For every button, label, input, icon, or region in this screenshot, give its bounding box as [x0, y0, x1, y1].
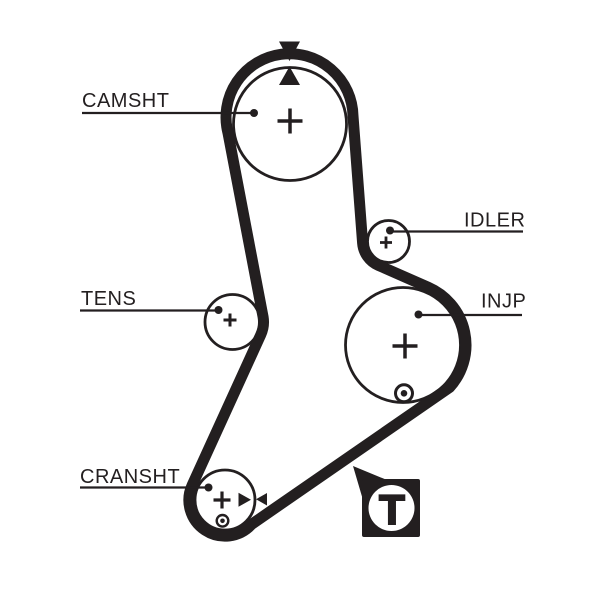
- crankshaft-timing-arrow-left-icon: [256, 493, 267, 506]
- camshaft-timing-arrow-bottom-icon: [279, 66, 300, 85]
- idler-label: IDLER: [464, 210, 525, 232]
- camshaft-leader: [82, 109, 258, 117]
- crankshaft-label: CRANSHT: [80, 466, 180, 488]
- crankshaft-bullseye-icon: [215, 513, 230, 528]
- injection-pump-bullseye-icon: [394, 383, 414, 404]
- gates-t-logo: T: [353, 466, 420, 537]
- injection-pump-label: INJP: [481, 291, 526, 313]
- tensioner-leader: [80, 306, 223, 314]
- tensioner-label: TENS: [81, 288, 136, 310]
- crankshaft-leader-dot: [204, 483, 213, 492]
- injection-pump-center-cross-icon: [392, 333, 418, 359]
- injection-pump-leader: [414, 310, 522, 319]
- tensioner-leader-dot: [214, 306, 223, 314]
- camshaft-center-cross-icon: [277, 108, 303, 134]
- crankshaft-leader: [80, 483, 213, 492]
- idler-leader: [386, 226, 523, 235]
- logo-circle-icon: [368, 485, 415, 531]
- camshaft-timing-arrow-top-icon: [279, 41, 300, 61]
- timing-belt: [183, 48, 472, 542]
- tensioner-center-cross-icon: [223, 313, 237, 327]
- camshaft-leader-dot: [250, 109, 258, 117]
- camshaft-label: CAMSHT: [82, 90, 169, 112]
- crankshaft-timing-arrow-right-icon: [238, 492, 251, 507]
- tensioner-pulley: [203, 293, 262, 351]
- injection-pump-leader-dot: [414, 310, 423, 319]
- idler-leader-dot: [386, 226, 394, 235]
- idler-center-cross-icon: [380, 236, 392, 249]
- logo-letter: T: [379, 486, 405, 533]
- crankshaft-center-cross-icon: [213, 491, 231, 509]
